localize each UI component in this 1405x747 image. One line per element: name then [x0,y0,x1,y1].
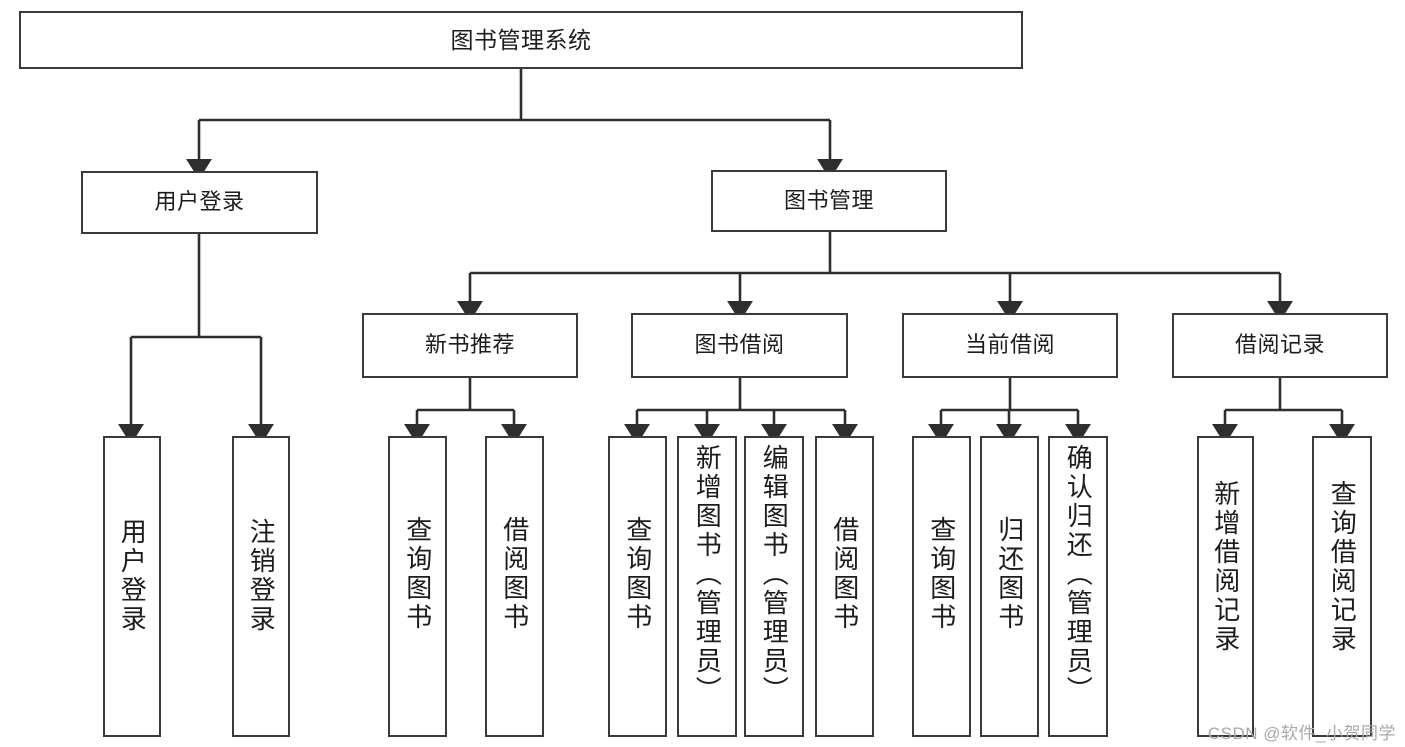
node-label: 新增借阅记录 [1210,480,1241,654]
node-leaf-return-book[interactable]: 归还图书 [980,436,1039,737]
node-leaf-query-book-3[interactable]: 查询图书 [912,436,971,737]
node-leaf-query-book-1[interactable]: 查询图书 [388,436,447,737]
node-leaf-query-book-2[interactable]: 查询图书 [608,436,667,737]
node-label: 查询图书 [926,516,957,632]
node-root-system[interactable]: 图书管理系统 [19,11,1023,69]
node-user-login[interactable]: 用户登录 [81,171,318,234]
node-label: 编辑图书（管理员） [759,444,790,705]
node-borrow-record[interactable]: 借阅记录 [1172,313,1388,378]
node-leaf-edit-book[interactable]: 编辑图书（管理员） [744,436,804,737]
node-book-management[interactable]: 图书管理 [711,170,947,232]
node-label: 查询图书 [622,516,653,632]
node-current-borrow[interactable]: 当前借阅 [902,313,1118,378]
node-new-book-recommend[interactable]: 新书推荐 [362,313,578,378]
node-label: 新书推荐 [424,332,515,358]
node-leaf-add-record[interactable]: 新增借阅记录 [1197,436,1254,737]
node-label: 当前借阅 [964,332,1055,358]
node-label: 借阅图书 [499,516,530,632]
node-label: 用户登录 [154,189,245,215]
node-label: 图书借阅 [694,332,785,358]
node-label: 归还图书 [994,516,1025,632]
node-label: 查询图书 [402,516,433,632]
node-label: 借阅记录 [1234,332,1325,358]
node-label: 借阅图书 [829,516,860,632]
node-leaf-confirm-return[interactable]: 确认归还（管理员） [1048,436,1108,737]
node-label: 注销登录 [246,518,277,634]
node-leaf-query-record[interactable]: 查询借阅记录 [1312,436,1372,737]
node-label: 图书管理系统 [450,26,592,53]
node-book-borrow[interactable]: 图书借阅 [631,313,848,378]
node-leaf-borrow-book-1[interactable]: 借阅图书 [485,436,544,737]
node-leaf-logout-login[interactable]: 注销登录 [232,436,290,737]
node-label: 图书管理 [783,187,874,213]
node-label: 查询借阅记录 [1327,480,1358,654]
node-label: 新增图书（管理员） [692,444,723,705]
node-leaf-borrow-book-2[interactable]: 借阅图书 [815,436,874,737]
node-label: 用户登录 [117,518,148,634]
node-leaf-add-book[interactable]: 新增图书（管理员） [677,436,737,737]
node-label: 确认归还（管理员） [1063,444,1094,705]
node-leaf-user-login[interactable]: 用户登录 [103,436,161,737]
